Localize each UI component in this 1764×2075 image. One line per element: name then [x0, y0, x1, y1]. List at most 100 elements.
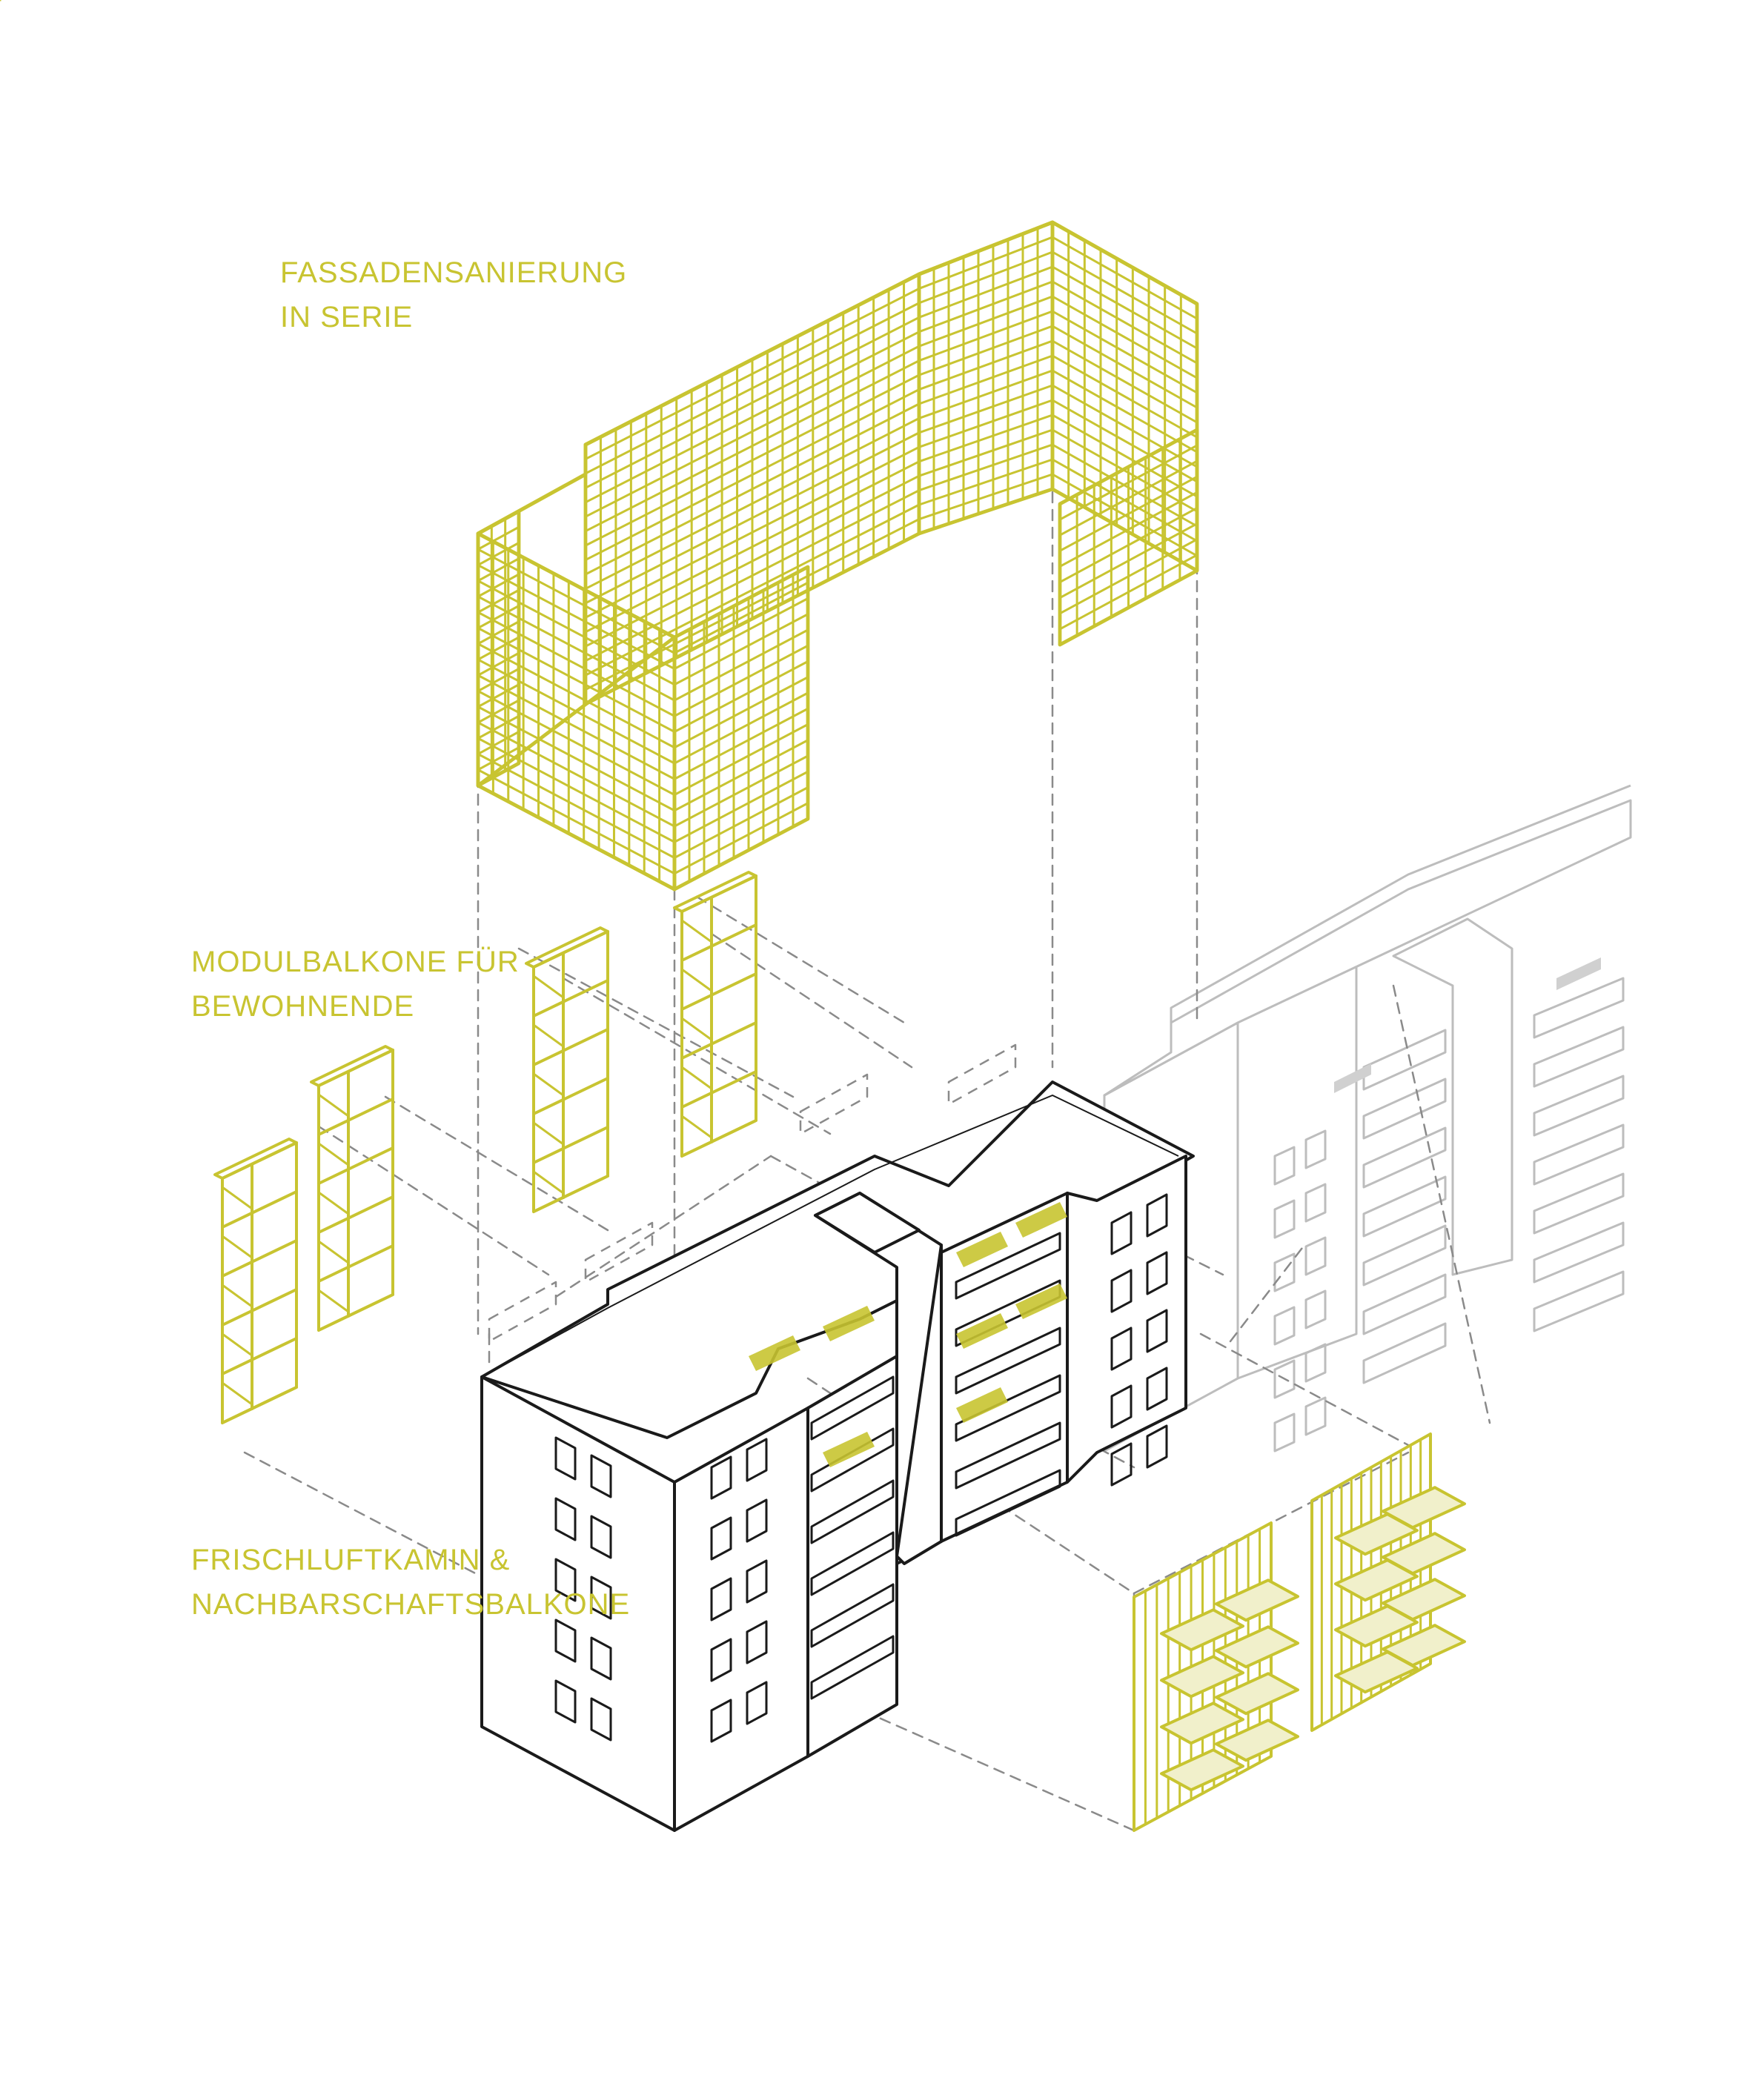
ghost-balcony: [1362, 1322, 1447, 1384]
facade-right-front-transom: [1058, 522, 1198, 600]
right-wall-window: [1146, 1309, 1168, 1353]
loggia-slab: [810, 1635, 895, 1700]
balcony-tower-4-brace: [680, 1066, 713, 1090]
label-module-line-2: BEWOHNENDE: [191, 990, 415, 1023]
facade-rear-long-transom: [584, 302, 921, 475]
facade-left-end-transom: [477, 731, 520, 755]
balcony-tower-4-floor: [680, 1070, 757, 1109]
end-wall-window: [554, 1679, 577, 1724]
balcony-tower-3-brace: [532, 1023, 565, 1048]
facade-left-side-transom: [673, 691, 809, 765]
facade-left-side-transom: [673, 723, 809, 796]
facade-left-front-transom: [477, 595, 676, 702]
balcony-tower-1-floor: [221, 1337, 298, 1375]
projection-line: [1229, 1244, 1306, 1343]
panel-left-balcony-mesh: [1161, 1610, 1243, 1650]
balcony-tower-1-floor: [221, 1190, 298, 1229]
projection-line: [562, 977, 832, 1135]
projection-line: [695, 895, 906, 1024]
label-module-balconies: MODULBALKONE FÜR BEWOHNENDE: [191, 940, 520, 1029]
facade-left-side-transom: [673, 707, 809, 780]
facade-right-front-transom: [1058, 538, 1198, 615]
ghost-balcony: [1362, 1175, 1447, 1238]
facade-left-end-transom: [477, 668, 520, 692]
balcony-tower-1-top: [213, 1138, 298, 1180]
balcony-tower-4-floor: [680, 874, 757, 913]
panel-right-balcony-mesh: [1383, 1579, 1465, 1620]
facade-rear-long-transom: [584, 402, 921, 576]
facade-rear-mid-transom: [918, 399, 1054, 448]
right-wall-window: [1146, 1367, 1168, 1411]
panel-right-balcony-box: [1382, 1624, 1466, 1667]
front-wall-window: [710, 1699, 732, 1743]
facade-left-end-transom: [477, 605, 520, 629]
panel-right-balcony-box: [1334, 1604, 1419, 1648]
projection-line: [1392, 984, 1491, 1424]
facade-left-end-transom: [477, 573, 520, 598]
facade-rear-mid-transom: [918, 384, 1054, 434]
facade-right-front-transom: [1058, 459, 1198, 537]
right-wall-window: [1146, 1251, 1168, 1295]
facade-right-side-transom: [1051, 414, 1198, 498]
facade-left-end-transom: [477, 683, 520, 708]
facade-left-side-transom: [673, 660, 809, 733]
facade-rear-long-transom: [584, 388, 921, 562]
front-wall-window: [746, 1498, 768, 1543]
projection-line: [710, 932, 913, 1069]
end-wall-window: [554, 1497, 577, 1541]
end-wall-window: [554, 1618, 577, 1663]
facade-top-edge: [477, 220, 1198, 536]
facade-right-side-transom: [1051, 310, 1198, 394]
balcony-tower-4-floor: [680, 1119, 757, 1158]
facade-right-side-transom: [1051, 295, 1198, 379]
facade-rear-long-transom: [584, 316, 921, 489]
facade-left-front-transom: [477, 564, 676, 670]
facade-rear-long-transom: [584, 287, 921, 460]
panel-right-balcony-box: [1382, 1578, 1466, 1621]
projection-line: [554, 1155, 772, 1298]
facade-rear-long-transom: [584, 416, 921, 590]
balcony-tower-4-floor: [680, 923, 757, 962]
facade-panel-grid: [0, 0, 1199, 892]
facade-rear-mid-transom: [918, 369, 1054, 419]
balcony-tower-3-floor: [532, 1077, 609, 1115]
main-roof-parapet: [492, 1095, 1179, 1372]
facade-left-side-transom: [673, 739, 809, 812]
facade-rear-mid-transom: [918, 414, 1054, 463]
balcony-tower-1-floor: [221, 1239, 298, 1278]
balcony-tower-2-floor: [317, 1293, 394, 1332]
facade-left-front-transom: [477, 658, 676, 765]
ghost-balcony-mesh: [1556, 957, 1601, 990]
facade-rear-long-transom: [584, 359, 921, 533]
right-wall-window: [1110, 1384, 1133, 1429]
right-wall-window: [1110, 1269, 1133, 1313]
facade-right-front-transom: [1058, 491, 1198, 568]
front-wall-window: [710, 1455, 732, 1500]
balcony-tower-2-floor: [317, 1244, 394, 1283]
balcony-tower-3-floor: [532, 1028, 609, 1066]
balcony-tower-3-top: [525, 926, 609, 969]
facade-rear-mid-transom: [918, 265, 1054, 319]
loggia-balcony-accent: [956, 1387, 1008, 1423]
loggia-slab: [810, 1375, 895, 1441]
loggia-balcony-accent: [823, 1432, 875, 1467]
panel-left-balcony-box: [1160, 1608, 1244, 1652]
facade-right-front-transom: [1058, 554, 1198, 631]
ghost-window: [1304, 1289, 1327, 1329]
ghost-balcony: [1533, 1270, 1625, 1332]
balcony-tower-2-front: [317, 1049, 394, 1332]
dashed-footprint: [799, 1073, 869, 1135]
balcony-tower-1-floor: [221, 1288, 298, 1327]
facade-left-front-transom: [477, 706, 676, 812]
ghost-balcony: [1533, 1172, 1625, 1235]
panel-left-balcony-mesh: [1161, 1703, 1243, 1744]
balcony-tower-2-floor: [317, 1049, 394, 1087]
front-wall-window: [746, 1559, 768, 1604]
facade-right-side-transom: [1051, 369, 1198, 454]
balcony-tower-4-brace: [680, 1115, 713, 1139]
loggia-slab: [955, 1232, 1061, 1300]
ghost-balcony: [1533, 1026, 1625, 1088]
ghost-balcony-mesh: [1334, 1063, 1371, 1093]
main-building: [480, 1080, 1195, 1832]
